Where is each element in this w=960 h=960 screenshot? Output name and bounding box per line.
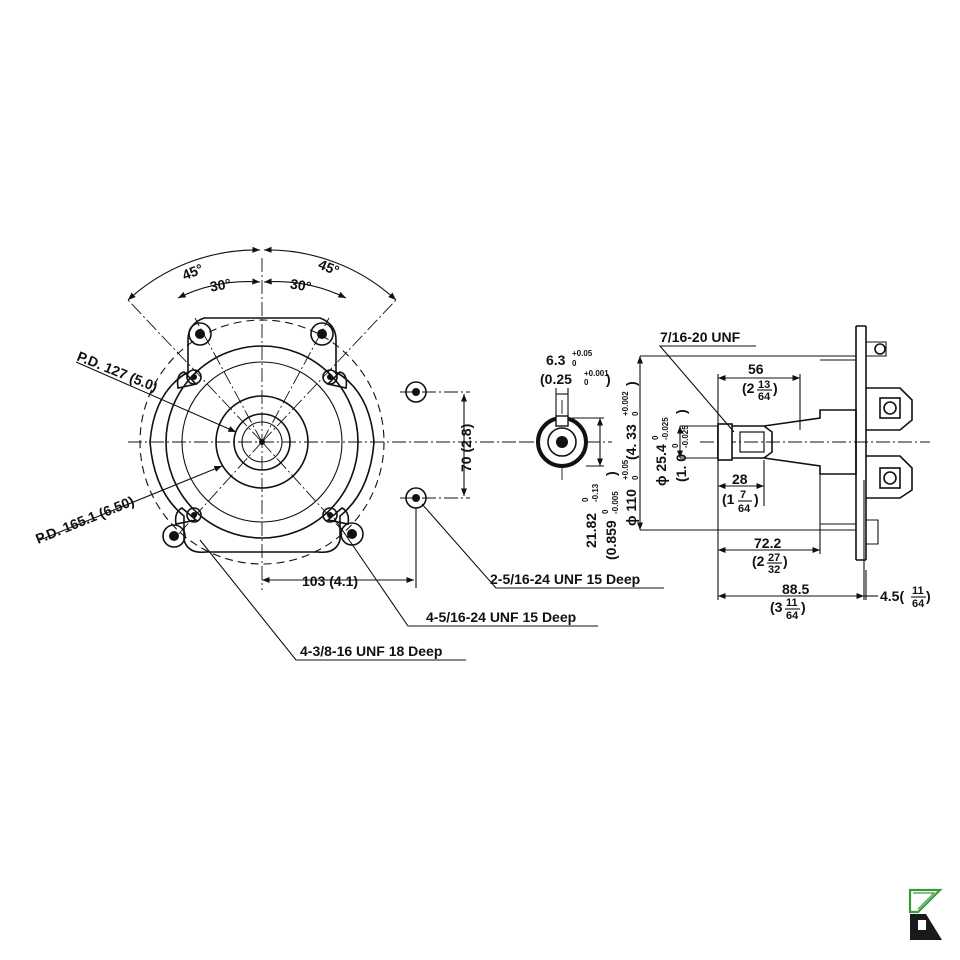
dim-72-inch-den: 32 [768,564,780,576]
hole-2-5-16-set [405,381,427,509]
pd-127-label: P.D. 127 (5.0) [75,348,160,395]
hole-3-8-upper-left [188,322,212,346]
dim-56-inch-num: 13 [758,379,770,391]
key-height-inch-tol-low: -0.005 [611,491,620,514]
key-width-tol-low: 0 [572,359,577,368]
key-height: 21.82 [583,513,599,548]
dia-110-inch-tol-low: 0 [631,411,640,416]
key-width-inch-tol-low: 0 [584,378,589,387]
dim-72-inch-close: ) [783,553,788,569]
callout-4-5-16: 4-5/16-24 UNF 15 Deep [426,609,576,625]
dim-4-5-close: ) [926,588,931,604]
dim-28-inch-den: 64 [738,503,751,515]
dim-56-inch-den: 64 [758,391,771,403]
front-view: 45° 30° 30° 45° P.D. 127 (5.0) P.D. 165.… [33,246,664,661]
hole-3-8-lower-left [162,524,186,548]
dim-56-inch-close: ) [773,380,778,396]
dim-72-inch-num: 27 [768,552,780,564]
dia-25-inch-close: ) [673,409,689,414]
dim-88: 88.5 [782,581,809,597]
key-width-inch: (0.25 [540,371,572,387]
key-width: 6.3 [546,352,566,368]
dim-4-5-num: 11 [912,585,924,597]
key-height-inch-close: ) [603,471,619,476]
dia-25-inch-tol-up: 0 [671,443,680,448]
dia-25-tol-low: -0.025 [661,417,670,440]
key-height-tol-up: 0 [581,497,590,502]
side-view: 7/16-20 UNF 56 (2 13 64 ) 28 (1 7 64 ) 7… [621,325,931,622]
angle-outer-left: 45° [180,260,206,283]
dim-88-inch-close: ) [801,599,806,615]
dim-28-inch-num: 7 [740,489,746,501]
callout-2-5-16: 2-5/16-24 UNF 15 Deep [490,571,640,587]
dia-25-tol-up: 0 [651,435,660,440]
angle-outer-right: 45° [316,256,342,279]
dim-28-inch-whole: (1 [722,491,735,507]
angle-inner-left: 30° [209,275,233,294]
dim-103: 103 (4.1) [302,573,358,589]
dia-110-tol-low: 0 [631,475,640,480]
dia-110-inch-tol-up: +0.002 [621,391,630,416]
key-width-tol-up: +0.05 [572,349,593,358]
pd-165-label: P.D. 165.1 (6.50) [33,493,136,547]
dim-28: 28 [732,471,748,487]
shaft-key-view: 6.3 +0.05 0 (0.25 +0.001 0 ) 21.82 0 -0.… [520,349,620,560]
dim-28-inch-close: ) [754,491,759,507]
key-height-inch: (0.859 [603,520,619,560]
thread-callout: 7/16-20 UNF [660,329,741,345]
dim-4-5: 4.5( [880,588,904,604]
dia-25-inch-tol-low: -0.025 [681,425,690,448]
dim-88-inch-num: 11 [786,597,798,609]
dia-110-inch: (4. 33 [623,424,639,460]
dim-56-inch-whole: (2 [742,380,755,396]
dia-110: ϕ 110 [623,489,639,526]
hole-3-8-upper-right [310,322,334,346]
key-width-inch-tol-up: +0.001 [584,369,609,378]
dim-56: 56 [748,361,764,377]
dim-88-inch-whole: (3 [770,599,783,615]
dim-88-inch-den: 64 [786,610,799,622]
corner-logo [908,888,943,940]
key-height-tol-low: -0.13 [591,483,600,502]
key-width-inch-close: ) [606,371,611,387]
dia-25: ϕ 25.4 [653,444,669,486]
key-height-inch-tol-up: 0 [601,509,610,514]
dim-4-5-den: 64 [912,598,925,610]
dia-110-inch-close: ) [623,381,639,386]
dim-72: 72.2 [754,535,781,551]
hole-5-16-set [186,369,338,523]
callout-4-3-8: 4-3/8-16 UNF 18 Deep [300,643,442,659]
dim-70: 70 (2.8) [458,424,474,472]
dia-110-tol-up: +0.05 [621,459,630,480]
dim-72-inch-whole: (2 [752,553,765,569]
dia-25-inch: (1. 0 [673,454,689,482]
angle-inner-right: 30° [289,275,313,294]
